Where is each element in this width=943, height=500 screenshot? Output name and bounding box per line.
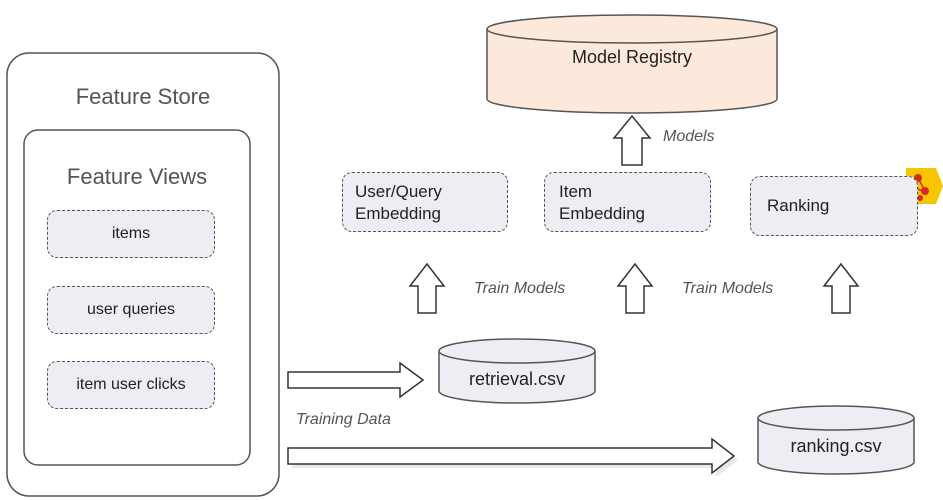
feature-view-item: item user clicks xyxy=(47,361,215,409)
item-embedding-label: Item Embedding xyxy=(559,181,645,225)
user-query-embedding-label: User/Query Embedding xyxy=(355,181,442,225)
up-arrow-train-2 xyxy=(616,262,654,314)
feature-view-item: user queries xyxy=(47,286,215,334)
retrieval-csv-cylinder xyxy=(438,338,596,404)
up-arrow-train-3 xyxy=(822,262,860,314)
model-registry-label: Model Registry xyxy=(571,47,693,67)
right-arrow-retrieval xyxy=(287,361,425,399)
train-models-annotation: Train Models xyxy=(682,280,774,297)
ranking-csv-label: ranking.csv xyxy=(790,436,882,456)
up-arrow-train-1 xyxy=(408,262,446,314)
item-embedding-box: Item Embedding xyxy=(544,172,711,232)
ranking-label: Ranking xyxy=(767,196,830,215)
ranking-csv-cylinder xyxy=(757,405,915,475)
training-data-annotation: Training Data xyxy=(296,411,391,428)
feature-view-item-label: item user clicks xyxy=(76,376,186,393)
up-arrow-models xyxy=(612,114,652,166)
feature-view-item: items xyxy=(47,210,215,258)
user-query-embedding-line2: Embedding xyxy=(355,204,442,223)
feature-views-title: Feature Views xyxy=(66,164,208,189)
feature-view-item-label: user queries xyxy=(86,301,176,318)
feature-store-title: Feature Store xyxy=(75,84,211,109)
train-models-annotation: Train Models xyxy=(474,280,566,297)
model-registry-cylinder xyxy=(486,14,778,114)
models-annotation: Models xyxy=(663,128,715,145)
feature-view-item-label: items xyxy=(111,225,151,242)
item-embedding-line1: Item xyxy=(559,182,593,201)
retrieval-csv-label: retrieval.csv xyxy=(468,369,566,389)
item-embedding-line2: Embedding xyxy=(559,204,646,223)
right-arrow-ranking xyxy=(287,437,736,475)
user-query-embedding-line1: User/Query xyxy=(355,182,442,201)
ranking-box: Ranking xyxy=(750,176,918,236)
user-query-embedding-box: User/Query Embedding xyxy=(342,172,508,232)
